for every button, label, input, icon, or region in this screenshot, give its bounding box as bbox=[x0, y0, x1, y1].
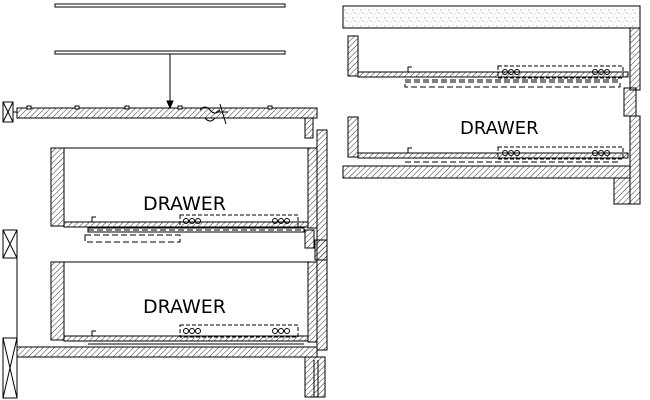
middle-post bbox=[304, 229, 315, 249]
middle-rail bbox=[314, 239, 328, 261]
lower-drawer-back bbox=[307, 261, 318, 343]
lower-slide-box bbox=[179, 324, 299, 338]
left-section bbox=[2, 3, 328, 399]
plinth bbox=[304, 356, 326, 398]
second-shelf bbox=[54, 50, 286, 55]
base-panel bbox=[16, 346, 318, 358]
hinge-ticks bbox=[26, 105, 273, 110]
upper-drawer bbox=[50, 147, 318, 243]
right-lower-front bbox=[347, 116, 359, 158]
right-top-post bbox=[304, 117, 314, 139]
leader-arrow bbox=[166, 100, 174, 110]
counter-top bbox=[16, 107, 318, 119]
right-upper-runner bbox=[404, 81, 621, 88]
right-base-post bbox=[613, 177, 631, 205]
upper-slide-box bbox=[179, 214, 299, 229]
drawer-label-lower-left: DRAWER bbox=[143, 296, 226, 318]
right-section bbox=[342, 5, 641, 205]
end-block-cross-b bbox=[2, 101, 14, 123]
lower-drawer-front bbox=[50, 261, 65, 341]
upper-drawer-front bbox=[50, 147, 65, 227]
drawer-label-right: DRAWER bbox=[460, 118, 539, 139]
right-divider bbox=[623, 87, 637, 117]
right-base-shelf bbox=[342, 165, 631, 179]
upper-runner-ext bbox=[84, 234, 181, 243]
upper-drawer-back bbox=[307, 147, 318, 229]
right-upper-front bbox=[347, 35, 359, 77]
concrete-slab bbox=[342, 5, 641, 29]
upper-drawer-bottom bbox=[63, 221, 309, 228]
right-upper-slide-box bbox=[497, 65, 624, 79]
lower-drawer bbox=[50, 261, 318, 345]
right-wall-top bbox=[629, 27, 641, 91]
right-lower-bottom bbox=[357, 152, 629, 159]
lower-drawer-bottom bbox=[63, 335, 309, 342]
right-upper-bottom bbox=[357, 71, 629, 78]
right-wall-lower bbox=[629, 115, 641, 205]
top-shelf bbox=[54, 3, 286, 8]
fitting-detail bbox=[199, 103, 228, 125]
drawer-label-upper-left: DRAWER bbox=[143, 193, 226, 215]
right-lower-slide-box bbox=[497, 146, 624, 160]
